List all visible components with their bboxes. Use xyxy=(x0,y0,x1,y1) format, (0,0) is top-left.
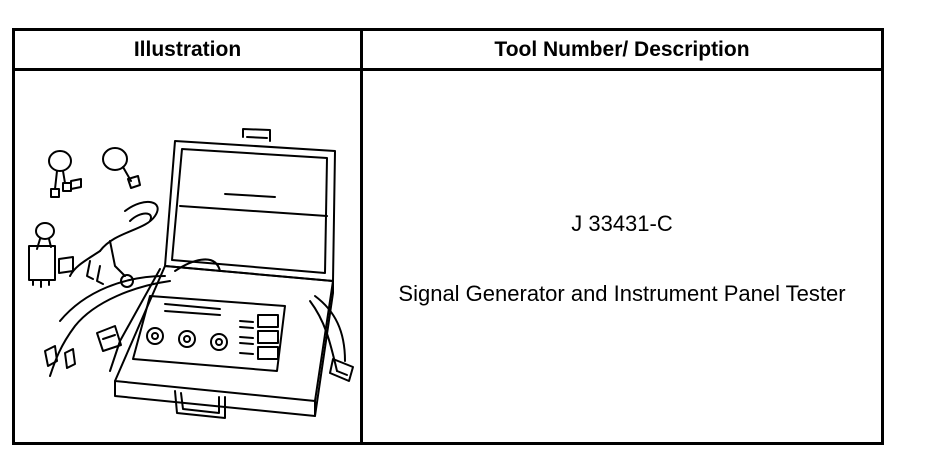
header-tool-number-description: Tool Number/ Description xyxy=(494,37,750,61)
table-header-row: Illustration Tool Number/ Description xyxy=(15,31,881,71)
tool-table: Illustration Tool Number/ Description xyxy=(12,28,884,445)
signal-generator-case-icon xyxy=(28,128,354,419)
tool-illustration-cell xyxy=(15,71,360,442)
tool-description-cell: J 33431-C Signal Generator and Instrumen… xyxy=(363,71,881,442)
tool-number: J 33431-C xyxy=(571,211,673,236)
column-divider xyxy=(360,31,363,442)
tool-description: Signal Generator and Instrument Panel Te… xyxy=(398,281,846,306)
header-illustration: Illustration xyxy=(133,37,242,61)
